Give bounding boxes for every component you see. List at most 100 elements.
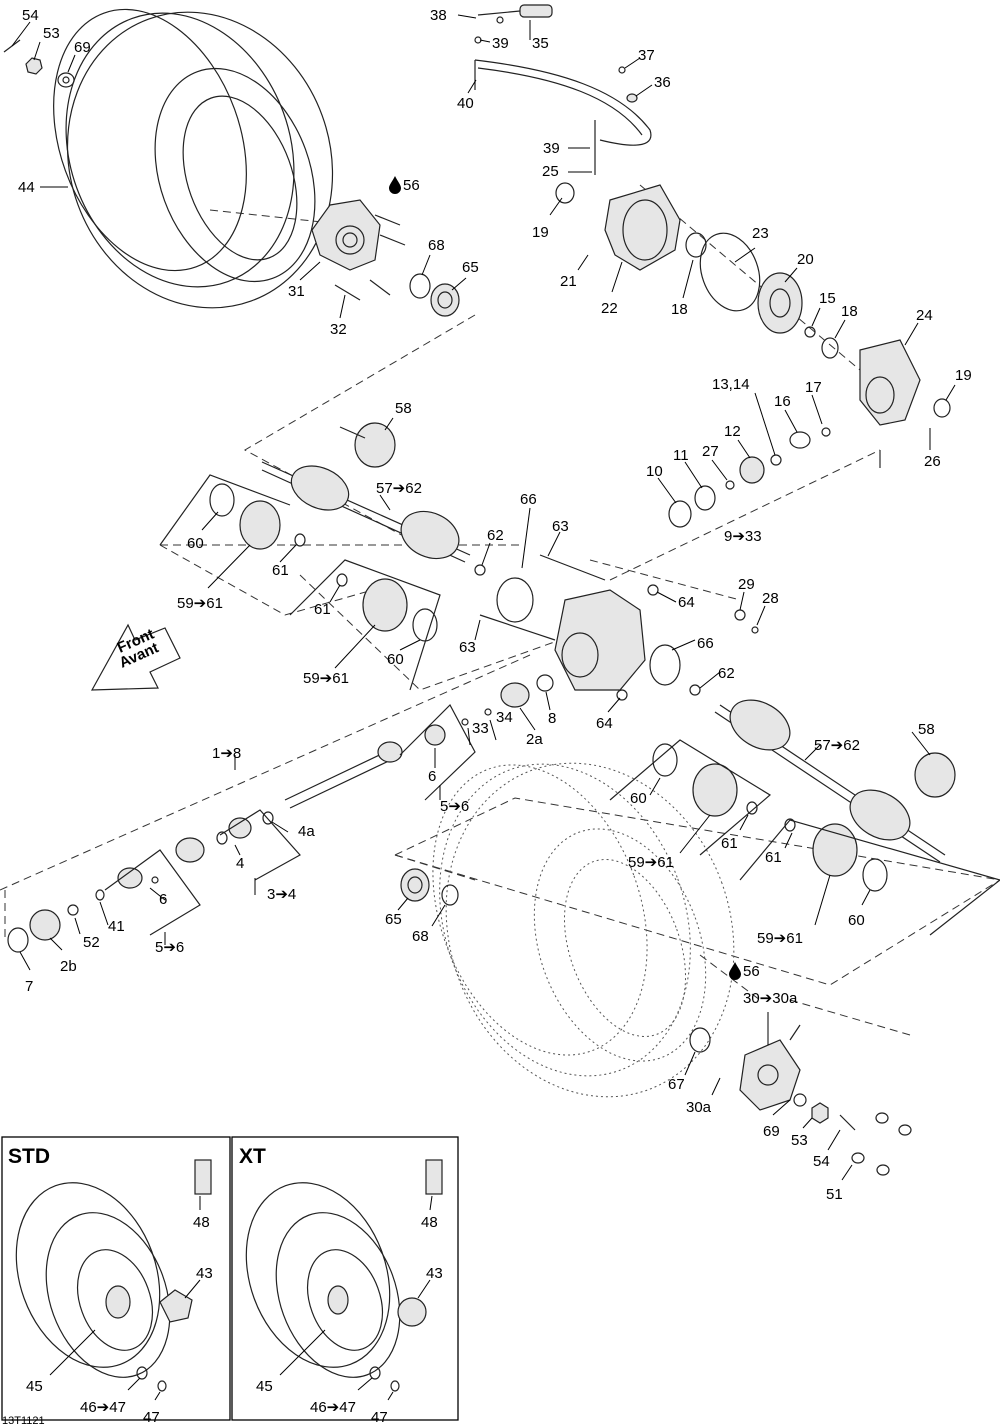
callout-label: 44 [18,179,35,196]
callout-label: 66 [697,635,714,652]
callout-label: 59➔61 [628,854,674,871]
upper-left-hardware [3,39,75,88]
callout-label: 57➔62 [376,480,422,497]
callout-label: 61 [721,835,738,852]
propeller-shaft [7,682,530,953]
callout-label: 33 [472,720,489,737]
callout-label: 2b [60,958,77,975]
callout-label: 65 [385,911,402,928]
oil-drop-icon [729,962,741,980]
std-label: 47 [143,1409,160,1426]
callout-label: 15 [819,290,836,307]
callout-label: 58 [395,400,412,417]
callout-label: 54 [813,1153,830,1170]
callout-label: 25 [542,163,559,180]
callout-label: 60 [187,535,204,552]
callout-label: 34 [496,709,513,726]
callout-label: 18 [671,301,688,318]
front-direction-arrow: Front Avant [90,623,181,691]
upper-drive-shaft [261,422,471,563]
breather-hose [474,4,652,175]
callout-label: 62 [487,527,504,544]
upper-tire [53,8,334,309]
xt-label: 47 [371,1409,388,1426]
callout-label: 19 [955,367,972,384]
callout-label: 2a [526,731,543,748]
lower-drive-shaft [714,699,956,863]
callout-label: 53 [791,1132,808,1149]
std-label: 48 [193,1214,210,1231]
xt-label: 43 [426,1265,443,1282]
callout-label: 17 [805,379,822,396]
xt-label: 48 [421,1214,438,1231]
callout-label: 60 [387,651,404,668]
callout-label: 54 [22,7,39,24]
callout-label: 24 [916,307,933,324]
diagram-id: 13T1121 [2,1415,45,1426]
callout-label: 36 [654,74,671,91]
callout-leaders [11,14,956,1401]
callout-label: 28 [762,590,779,607]
callout-label: 10 [646,463,663,480]
differential-housing [474,554,759,701]
callout-label: 60 [630,790,647,807]
callout-label: 56 [743,963,760,980]
final-drive-housing [555,182,951,528]
callout-label: 59➔61 [303,670,349,687]
callout-label: 39 [492,35,509,52]
callout-label: 51 [826,1186,843,1203]
callout-label: 7 [25,978,33,995]
callout-labels: 54 53 69 44 38 39 35 37 36 40 39 25 19 2… [2,7,972,1426]
callout-label: 60 [848,912,865,929]
callout-label: 6 [159,891,167,908]
callout-label: 30➔30a [743,990,798,1007]
callout-label: 20 [797,251,814,268]
callout-label: 13,14 [712,376,750,393]
oil-drop-icon [389,176,401,194]
callout-label: 39 [543,140,560,157]
callout-label: 62 [718,665,735,682]
callout-label: 69 [74,39,91,56]
callout-label: 59➔61 [757,930,803,947]
callout-label: 23 [752,225,769,242]
lower-tire-ghosted [432,762,735,1098]
callout-label: 61 [314,601,331,618]
callout-label: 11 [673,447,689,464]
callout-label: 59➔61 [177,595,223,612]
std-title: STD [8,1145,50,1168]
callout-label: 18 [841,303,858,320]
callout-label: 52 [83,934,100,951]
callout-label: 19 [532,224,549,241]
lower-hub-assembly [400,868,912,1176]
std-label: 43 [196,1265,213,1282]
upper-hub-assembly [311,199,460,317]
callout-label: 22 [601,300,618,317]
callout-label: 4 [236,855,244,872]
xt-wheel-box: XT [231,1136,459,1421]
callout-label: 69 [763,1123,780,1140]
callout-label: 38 [430,7,447,24]
callout-label: 37 [638,47,655,64]
callout-label: 64 [678,594,695,611]
std-label: 46➔47 [80,1399,126,1416]
callout-label: 67 [668,1076,685,1093]
callout-label: 61 [765,849,782,866]
callout-label: 40 [457,95,474,112]
boot-groups [159,474,1000,936]
std-wheel-box: STD [1,1136,231,1421]
callout-label: 3➔4 [267,886,296,903]
callout-label: 63 [459,639,476,656]
xt-title: XT [239,1145,266,1168]
callout-label: 31 [288,283,305,300]
std-label: 45 [26,1378,43,1395]
callout-label: 27 [702,443,719,460]
callout-label: 65 [462,259,479,276]
callout-label: 57➔62 [814,737,860,754]
callout-label: 41 [108,918,125,935]
callout-label: 68 [412,928,429,945]
callout-label: 8 [548,710,556,727]
callout-label: 5➔6 [155,939,184,956]
callout-label: 26 [924,453,941,470]
callout-label: 4a [298,823,315,840]
